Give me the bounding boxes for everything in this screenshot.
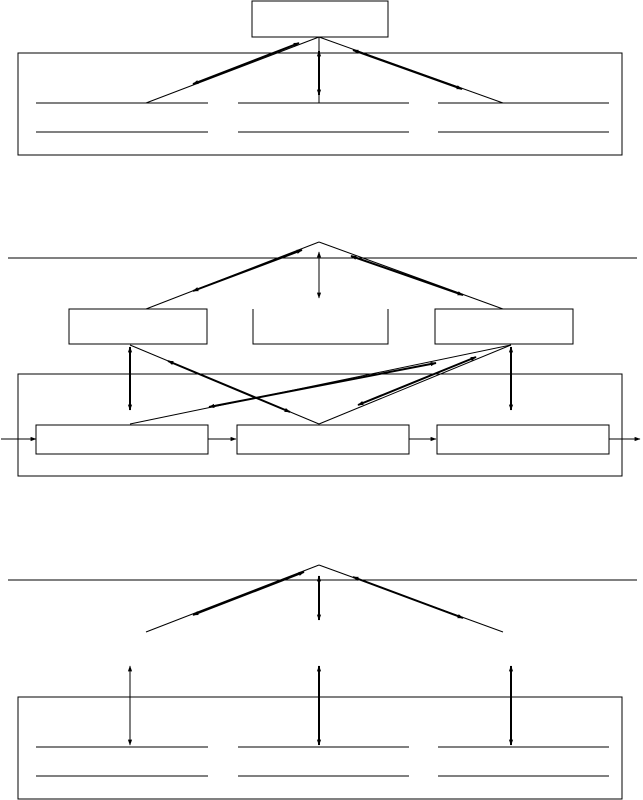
diagonal-arrow [208,361,437,409]
top-arrow-left [192,42,300,85]
panel-middle [1,241,641,477]
middle-box-left [68,308,208,345]
process-box-1 [35,424,209,455]
middle-box-center [252,309,389,345]
process-box-3 [436,424,610,455]
bottom-arrow-left [192,571,305,616]
middle-arrow-left [192,249,303,292]
bottom-arrow-right [352,576,464,619]
middle-box-right [434,308,574,345]
panel-top [17,0,623,156]
panel-bottom [8,564,637,800]
bottom-fan-line-left [145,564,320,633]
middle-arrow-right [350,255,464,296]
top-arrow-right [352,49,463,90]
process-box-2 [236,424,410,455]
top-header-box [251,0,389,38]
middle-fan-line-right [318,241,504,310]
